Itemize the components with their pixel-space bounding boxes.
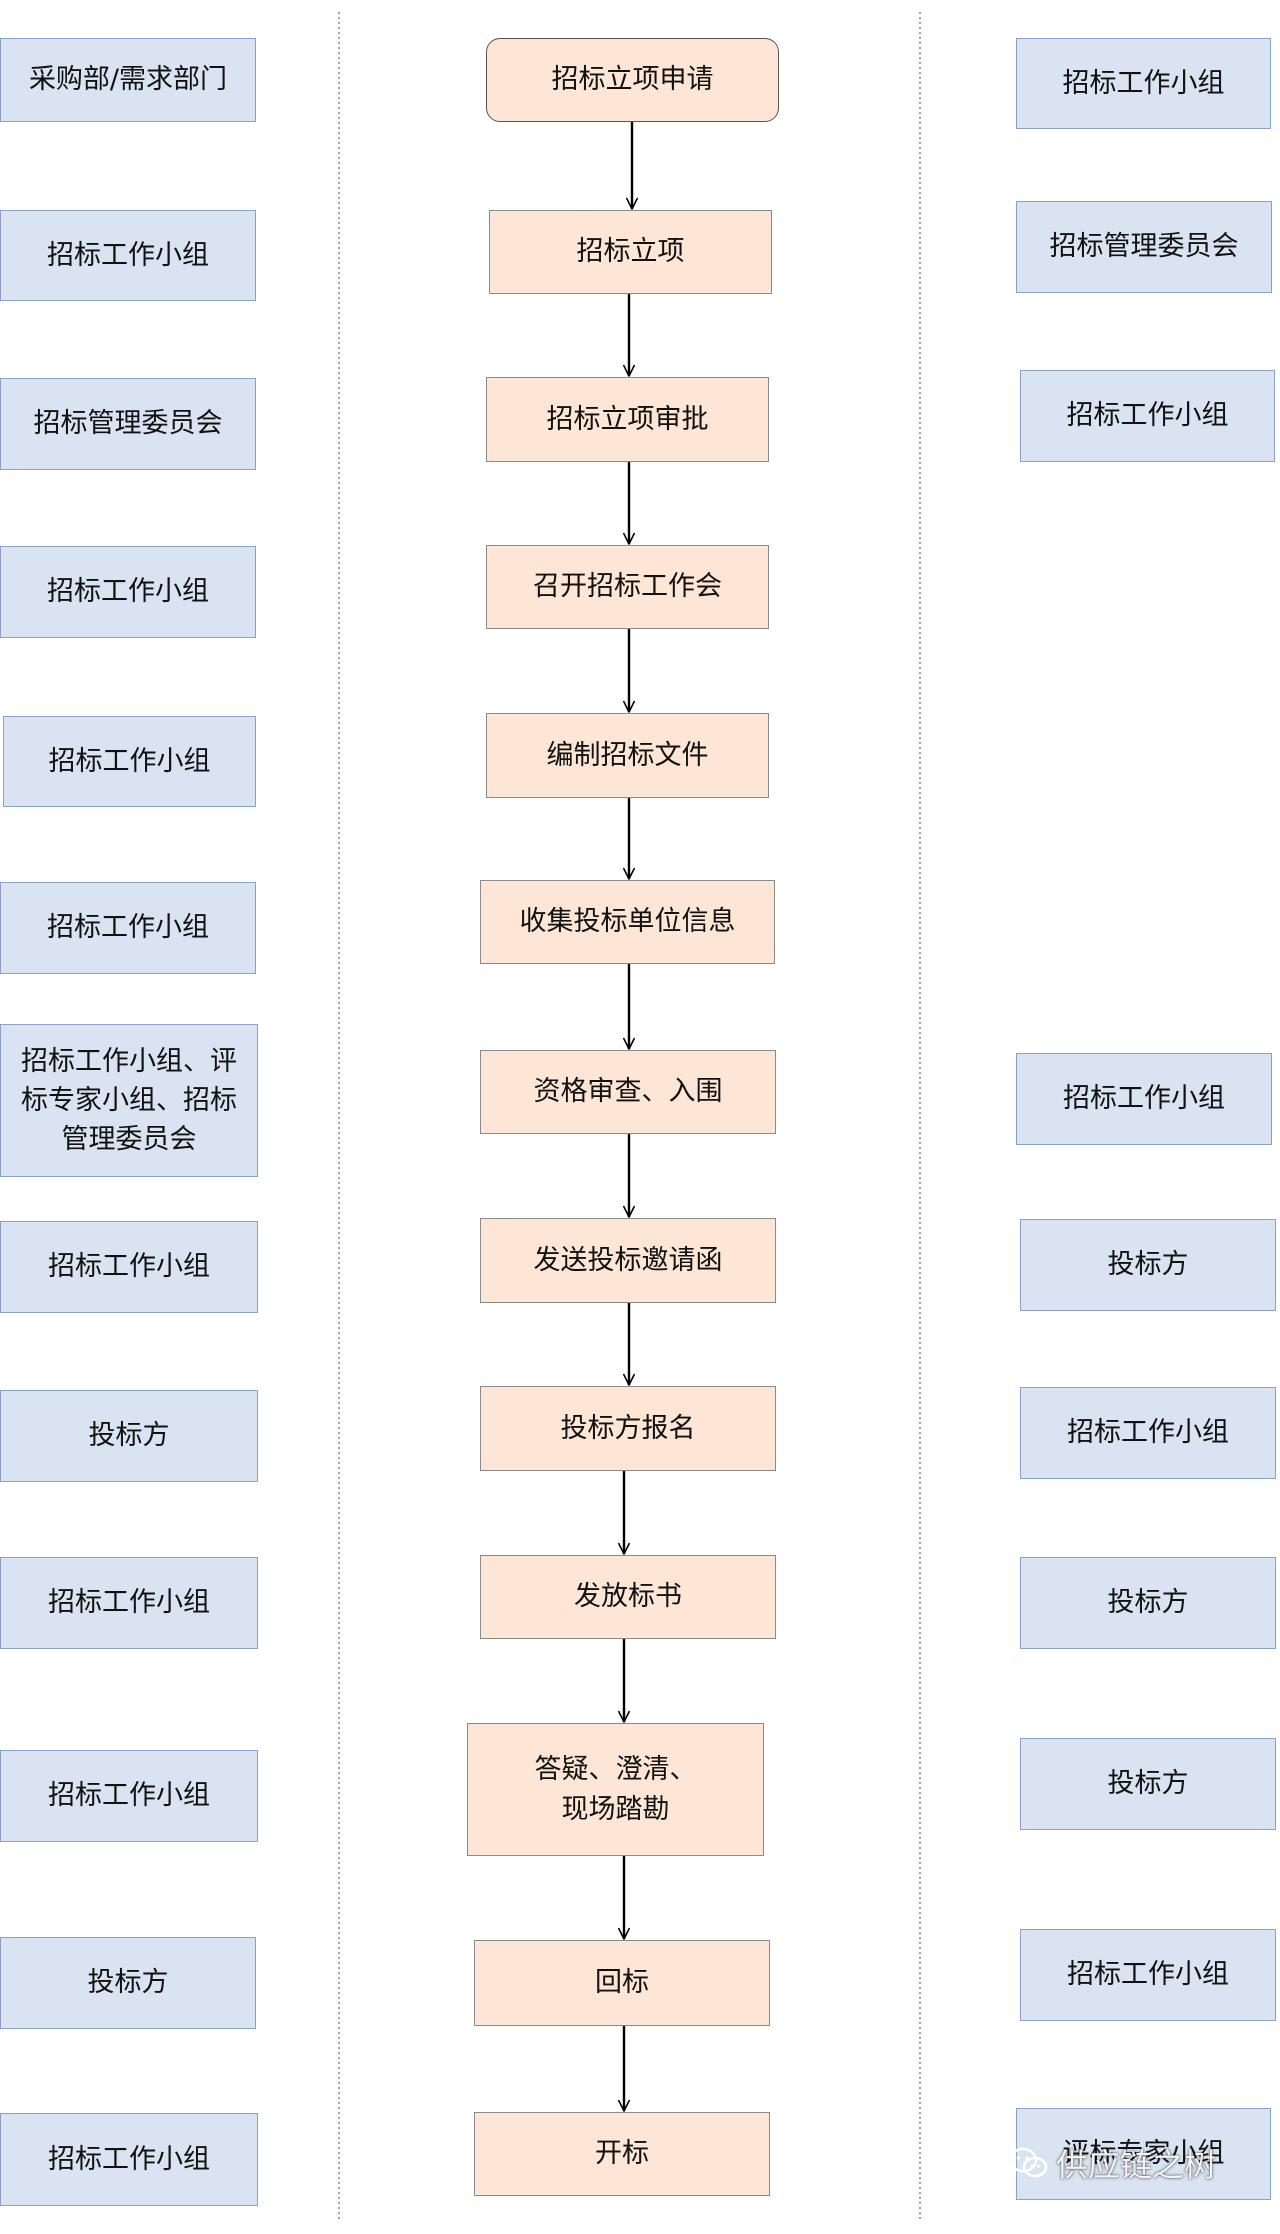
process-step: 投标方报名 [480,1386,776,1471]
process-step: 收集投标单位信息 [480,880,775,964]
participant-role-right: 评标专家小组 [1016,2108,1271,2200]
responsible-role-left: 招标工作小组 [0,546,256,638]
process-step: 招标立项审批 [486,377,769,462]
participant-role-right: 投标方 [1020,1219,1276,1311]
responsible-role-left: 招标管理委员会 [0,378,256,470]
responsible-role-left: 采购部/需求部门 [0,38,256,122]
process-step: 招标立项申请 [486,38,779,122]
process-step: 发放标书 [480,1555,776,1639]
responsible-role-left: 招标工作小组 [0,210,256,301]
process-step: 开标 [474,2112,770,2196]
responsible-role-left: 招标工作小组 [0,882,256,974]
participant-role-right: 招标工作小组 [1020,1387,1276,1479]
process-step: 编制招标文件 [486,713,769,798]
responsible-role-left: 投标方 [0,1937,256,2029]
responsible-role-left: 招标工作小组 [3,716,256,807]
participant-role-right: 招标工作小组 [1020,370,1275,462]
participant-role-right: 投标方 [1020,1557,1276,1649]
responsible-role-left: 招标工作小组 [0,1221,258,1313]
process-step: 答疑、澄清、 现场踏勘 [467,1723,764,1856]
process-step: 回标 [474,1940,770,2026]
responsible-role-left: 招标工作小组 [0,1750,258,1842]
participant-role-right: 招标工作小组 [1016,38,1271,129]
participant-role-right: 招标工作小组 [1016,1053,1272,1145]
participant-role-right: 投标方 [1020,1738,1276,1830]
process-step: 发送投标邀请函 [480,1218,776,1303]
responsible-role-left: 招标工作小组 [0,2113,258,2206]
wechat-icon [1008,2147,1048,2178]
watermark: 供应链之树 [1008,2140,1216,2186]
watermark-text: 供应链之树 [1056,2146,1217,2184]
participant-role-right: 招标工作小组 [1020,1929,1276,2021]
responsible-role-left: 招标工作小组 [0,1557,258,1649]
process-step: 资格审查、入围 [480,1050,776,1134]
participant-role-right: 招标管理委员会 [1016,201,1272,293]
process-step: 召开招标工作会 [486,545,769,629]
process-step: 招标立项 [489,210,772,294]
responsible-role-left: 投标方 [0,1390,258,1482]
responsible-role-left: 招标工作小组、评 标专家小组、招标 管理委员会 [0,1024,258,1177]
